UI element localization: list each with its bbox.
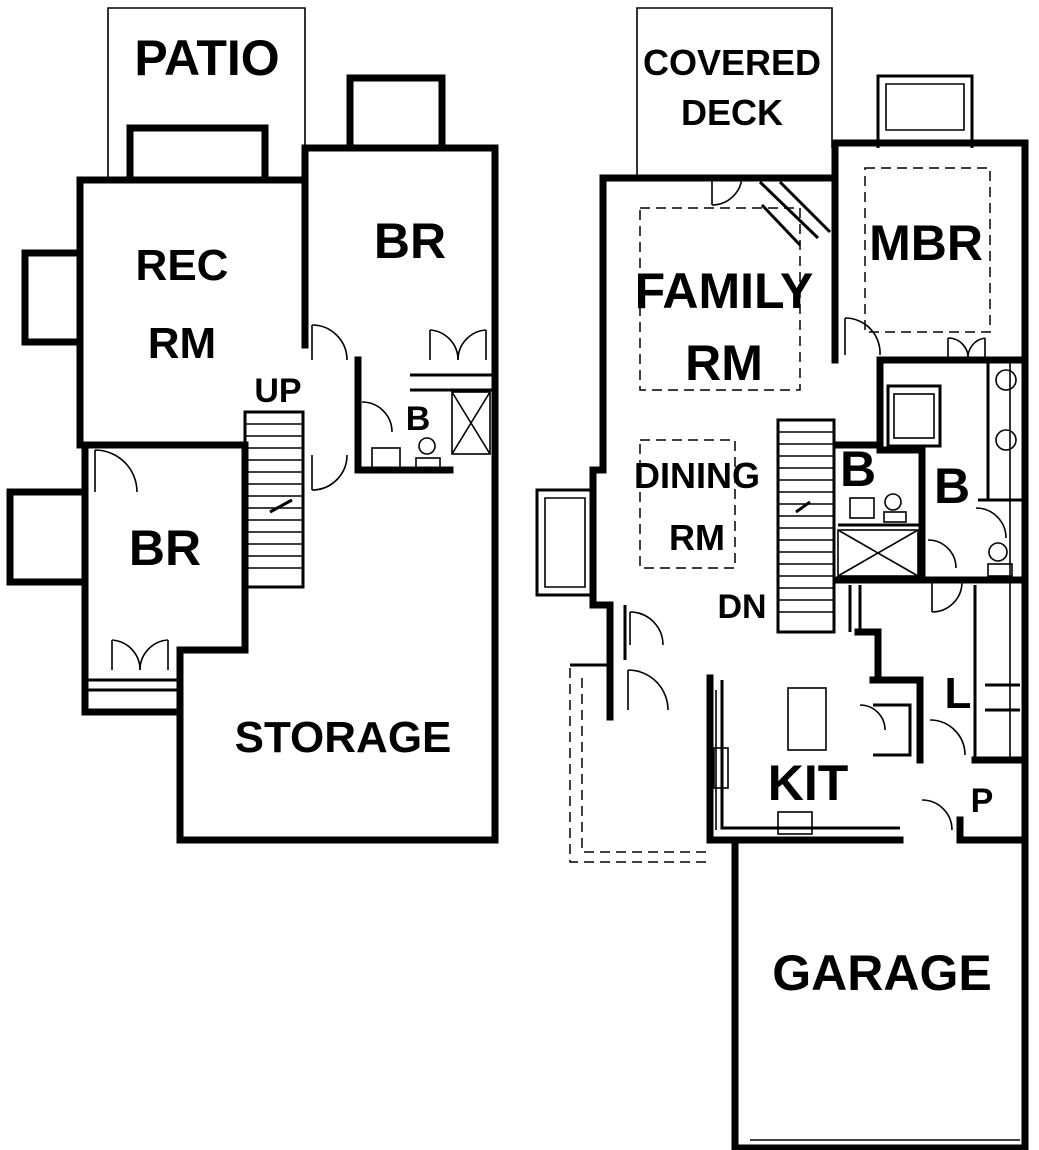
dining-rm-label-line2: RM <box>669 517 725 558</box>
lower-bath-label: B <box>406 400 431 438</box>
mbr-label: MBR <box>869 215 983 271</box>
pantry-label: P <box>971 782 994 820</box>
family-rm-label-line1: FAMILY <box>635 263 814 319</box>
up-label: UP <box>254 372 301 410</box>
family-rm-label-line2: RM <box>685 335 763 391</box>
covered-deck-label-line1: COVERED <box>643 42 821 83</box>
stair-treads-main <box>778 431 834 613</box>
master-bath-label: B <box>934 458 970 514</box>
main-level-plan <box>535 7 1029 1150</box>
hall-bath-label: B <box>840 441 876 497</box>
covered-deck-label-line2: DECK <box>681 92 783 133</box>
br-bottom-label: BR <box>129 520 201 576</box>
patio-label: PATIO <box>134 30 279 86</box>
laundry-label: L <box>945 669 972 718</box>
br-top-label: BR <box>374 213 446 269</box>
dining-rm-label-line1: DINING <box>634 455 760 496</box>
lower-level-plan <box>6 7 499 844</box>
rec-rm-label-line1: REC <box>136 241 229 290</box>
kitchen-label: KIT <box>768 755 849 811</box>
garage-label: GARAGE <box>772 945 991 1001</box>
dn-label: DN <box>717 588 766 626</box>
rec-rm-label-line2: RM <box>148 319 216 368</box>
storage-label: STORAGE <box>235 713 452 762</box>
stair-treads-lower <box>245 423 303 569</box>
